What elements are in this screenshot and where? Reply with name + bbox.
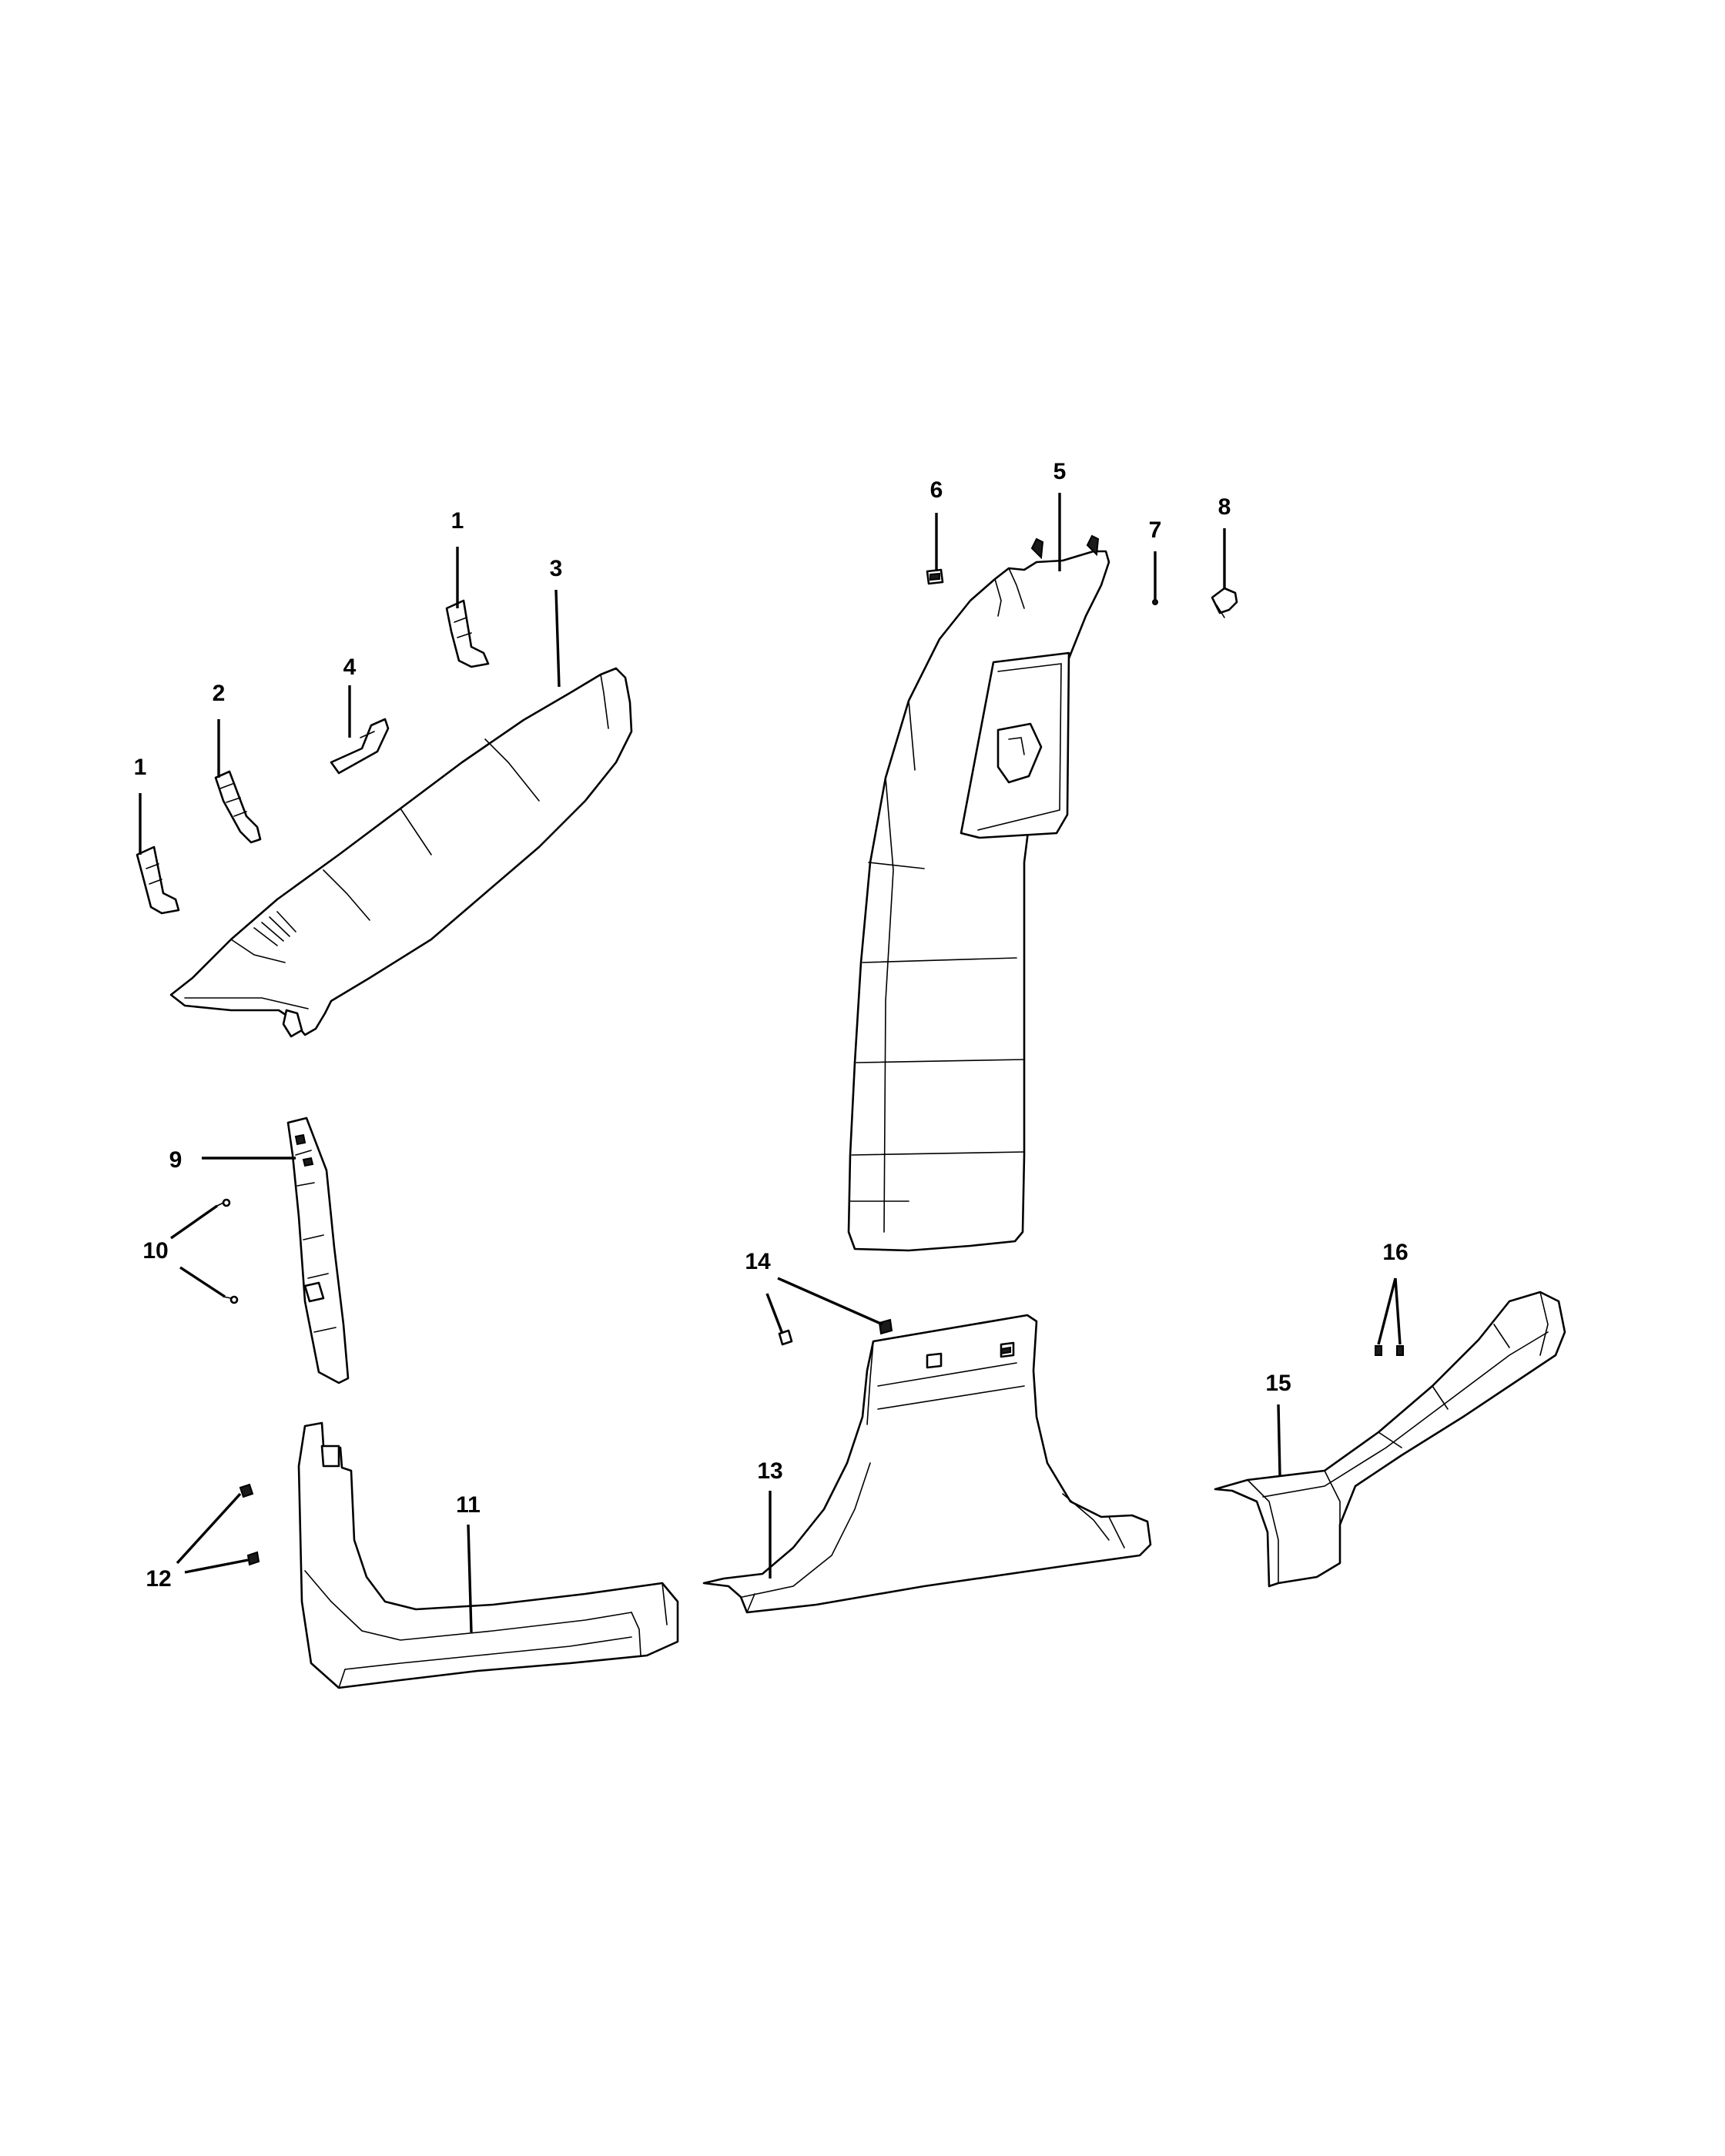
leader-14-right (777, 1277, 883, 1326)
callout-2: 2 (213, 681, 226, 706)
callout-6: 6 (930, 477, 943, 503)
clip-part-2 (214, 770, 262, 844)
callout-4: 4 (343, 654, 357, 680)
pin-part-10-upper (216, 1198, 231, 1207)
bracket-part-9 (286, 1116, 350, 1384)
callout-1-lower: 1 (134, 755, 147, 780)
fastener-part-16-left (1375, 1345, 1382, 1356)
leader-12-lower (184, 1558, 249, 1574)
fastener-part-6 (926, 568, 944, 585)
leader-3 (554, 589, 561, 688)
callout-1-upper: 1 (451, 508, 464, 534)
pin-part-10-lower (223, 1295, 239, 1304)
fastener-part-16-right (1396, 1345, 1404, 1356)
callout-9: 9 (169, 1147, 183, 1173)
leader-12-upper (176, 1492, 242, 1565)
callout-14: 14 (745, 1249, 771, 1274)
callouts: 1 1 2 3 4 5 6 7 8 9 10 11 12 13 14 15 16 (134, 459, 1408, 1592)
fastener-part-14-right (878, 1318, 893, 1335)
callout-3: 3 (550, 556, 563, 581)
callout-13: 13 (757, 1458, 782, 1484)
fastener-part-12-upper (239, 1483, 254, 1498)
leader-16-right (1394, 1277, 1402, 1345)
callout-10: 10 (142, 1238, 168, 1264)
leader-10-upper (170, 1204, 218, 1240)
sill-trim-part-11 (297, 1421, 679, 1689)
a-pillar-trim-part-3 (169, 667, 633, 1038)
leader-15 (1277, 1404, 1281, 1476)
callout-15: 15 (1265, 1371, 1291, 1396)
leader-11 (467, 1524, 473, 1633)
callout-11: 11 (456, 1492, 481, 1518)
callout-8: 8 (1218, 494, 1231, 520)
leader-10-lower (179, 1266, 226, 1298)
clip-part-1-lower (136, 845, 180, 915)
leader-lines (139, 493, 1402, 1633)
clip-part-4 (330, 718, 390, 775)
callout-7: 7 (1149, 517, 1162, 543)
sill-trim-part-13 (702, 1314, 1152, 1614)
fastener-part-14-left (778, 1329, 793, 1346)
leader-14-left (765, 1293, 784, 1334)
callout-5: 5 (1053, 459, 1067, 484)
callout-12: 12 (146, 1566, 171, 1592)
b-pillar-trim-part-5 (847, 534, 1110, 1252)
leader-16-left (1377, 1277, 1397, 1345)
callout-16: 16 (1382, 1240, 1408, 1265)
rear-trim-part-15 (1214, 1291, 1566, 1588)
cap-part-8 (1211, 587, 1238, 618)
clip-part-1-upper (445, 599, 490, 668)
fastener-part-12-lower (246, 1551, 260, 1566)
